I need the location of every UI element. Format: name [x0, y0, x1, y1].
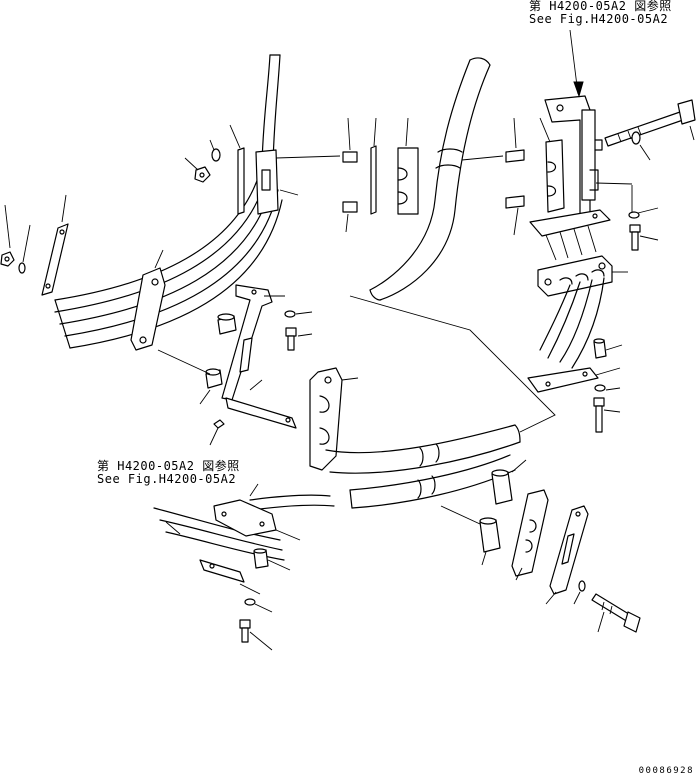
cross-reference-middle: 第 H4200-05A2 図参照 See Fig.H4200-05A2	[97, 460, 240, 486]
plate-upper-left	[237, 147, 245, 215]
connection-line-diagonal	[349, 295, 556, 433]
clamp-block-lower-left	[213, 483, 301, 541]
leader-bolt-top-right	[639, 144, 651, 161]
arrow-to-bracket	[569, 29, 584, 98]
lower-hose-a	[325, 424, 521, 474]
collar-center-a	[217, 313, 237, 335]
collar-lower-b	[440, 505, 501, 566]
clamp-plate-right-lower	[527, 367, 599, 393]
lower-left-hoses	[153, 494, 335, 561]
washer-left	[18, 262, 26, 274]
washer-lower-left	[244, 598, 256, 606]
bolt-lower-left	[239, 619, 251, 643]
spacer-block-upper	[342, 117, 358, 233]
leader-lower-right-a	[573, 591, 581, 605]
clamp-block-upper-right	[539, 117, 565, 213]
lower-hose-b	[349, 454, 516, 509]
bracket-lower-right	[545, 505, 589, 605]
clamp-plate-lower-left	[199, 559, 261, 595]
leader-right-b	[639, 235, 659, 241]
collar-right	[593, 338, 607, 359]
washer-top-right	[631, 131, 641, 145]
washer-right-b	[594, 384, 606, 392]
drawing-number: 00086928	[638, 766, 694, 776]
nut-left	[0, 251, 15, 267]
leaders-lower-left	[165, 521, 273, 651]
collar-lower-a	[491, 459, 527, 505]
washer-upper-left	[211, 148, 221, 162]
clamp-plate-lower	[511, 489, 549, 581]
washer-lower-right	[578, 580, 586, 592]
bolt-right-b	[593, 397, 605, 433]
clamp-plate-right-upper	[529, 209, 611, 261]
reference-jp-top: 第 H4200-05A2 図参照	[529, 0, 672, 13]
reference-en-middle: See Fig.H4200-05A2	[97, 472, 237, 486]
leader-bracket	[595, 182, 633, 185]
vertical-hose-upper-left	[261, 54, 281, 166]
leaders-right-lower	[595, 344, 623, 413]
bracket-center	[221, 284, 297, 429]
clamp-block-right	[537, 255, 613, 297]
clamp-block-middle	[309, 367, 359, 471]
bolt-lower-right	[591, 593, 641, 633]
bolt-center	[285, 327, 297, 351]
clamp-block-upper	[397, 117, 419, 215]
leader-lines-left	[4, 124, 299, 269]
bundle-clamp-left	[130, 267, 166, 351]
leader-bolt-head	[689, 125, 695, 141]
hoses-right-descending	[539, 277, 605, 369]
central-hose-vertical	[369, 57, 504, 301]
bolt-top-right	[604, 99, 696, 147]
leader-right-a	[637, 207, 659, 214]
leaders-center	[157, 295, 313, 405]
bracket-top-right	[544, 95, 603, 219]
bolt-right-a	[629, 224, 641, 251]
cross-reference-top: 第 H4200-05A2 図参照 See Fig.H4200-05A2	[529, 0, 672, 26]
reference-en-top: See Fig.H4200-05A2	[529, 12, 669, 26]
left-hose-bundle	[54, 164, 283, 349]
spacer-upper-right	[505, 117, 525, 236]
reference-jp-middle: 第 H4200-05A2 図参照	[97, 459, 240, 473]
washer-right-a	[628, 211, 640, 219]
collar-center-b	[205, 368, 223, 389]
rubber-strip-upper	[370, 117, 377, 215]
clamp-plate-left	[41, 223, 69, 296]
bundle-clamp-upper	[255, 149, 279, 215]
nut-upper-left	[194, 166, 211, 183]
bolt-center-small	[209, 419, 225, 446]
leader-line-horizontal	[275, 155, 341, 159]
washer-center	[284, 310, 296, 318]
collar-lower-left	[253, 548, 291, 571]
